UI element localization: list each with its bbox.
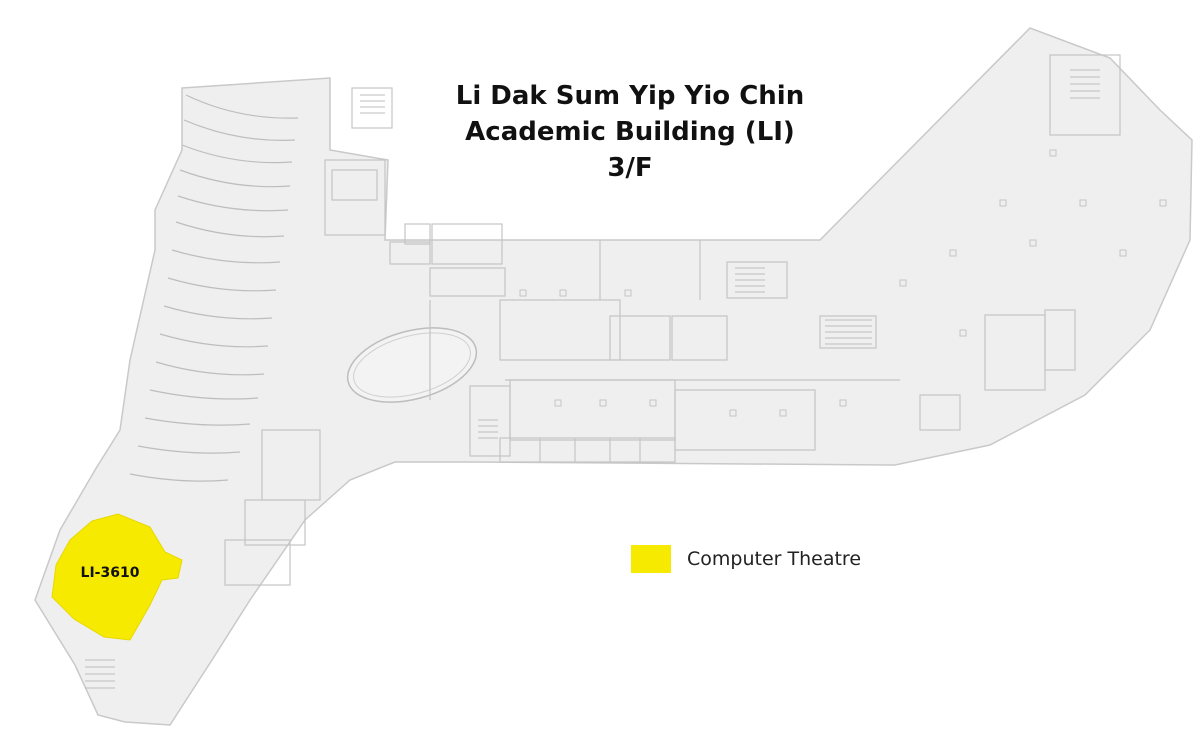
columns xyxy=(519,149,1167,417)
building-outline xyxy=(34,27,1193,726)
central-atrium-inner xyxy=(353,332,471,398)
legend: Computer Theatre xyxy=(631,545,861,573)
auditorium-seating xyxy=(129,94,299,482)
map-title-line-2: Academic Building (LI) xyxy=(465,117,795,147)
stairs xyxy=(85,69,1100,689)
map-title: Li Dak Sum Yip Yio Chin Academic Buildin… xyxy=(420,78,840,186)
interior-walls xyxy=(224,54,1121,586)
map-title-line-3: 3/F xyxy=(607,153,653,183)
legend-swatch-computer-theatre xyxy=(631,545,671,573)
room-label-li-3610: LI-3610 xyxy=(80,565,140,581)
legend-label-computer-theatre: Computer Theatre xyxy=(687,548,862,570)
room-li-3610-highlight[interactable] xyxy=(51,513,183,641)
map-title-line-1: Li Dak Sum Yip Yio Chin xyxy=(455,81,805,111)
